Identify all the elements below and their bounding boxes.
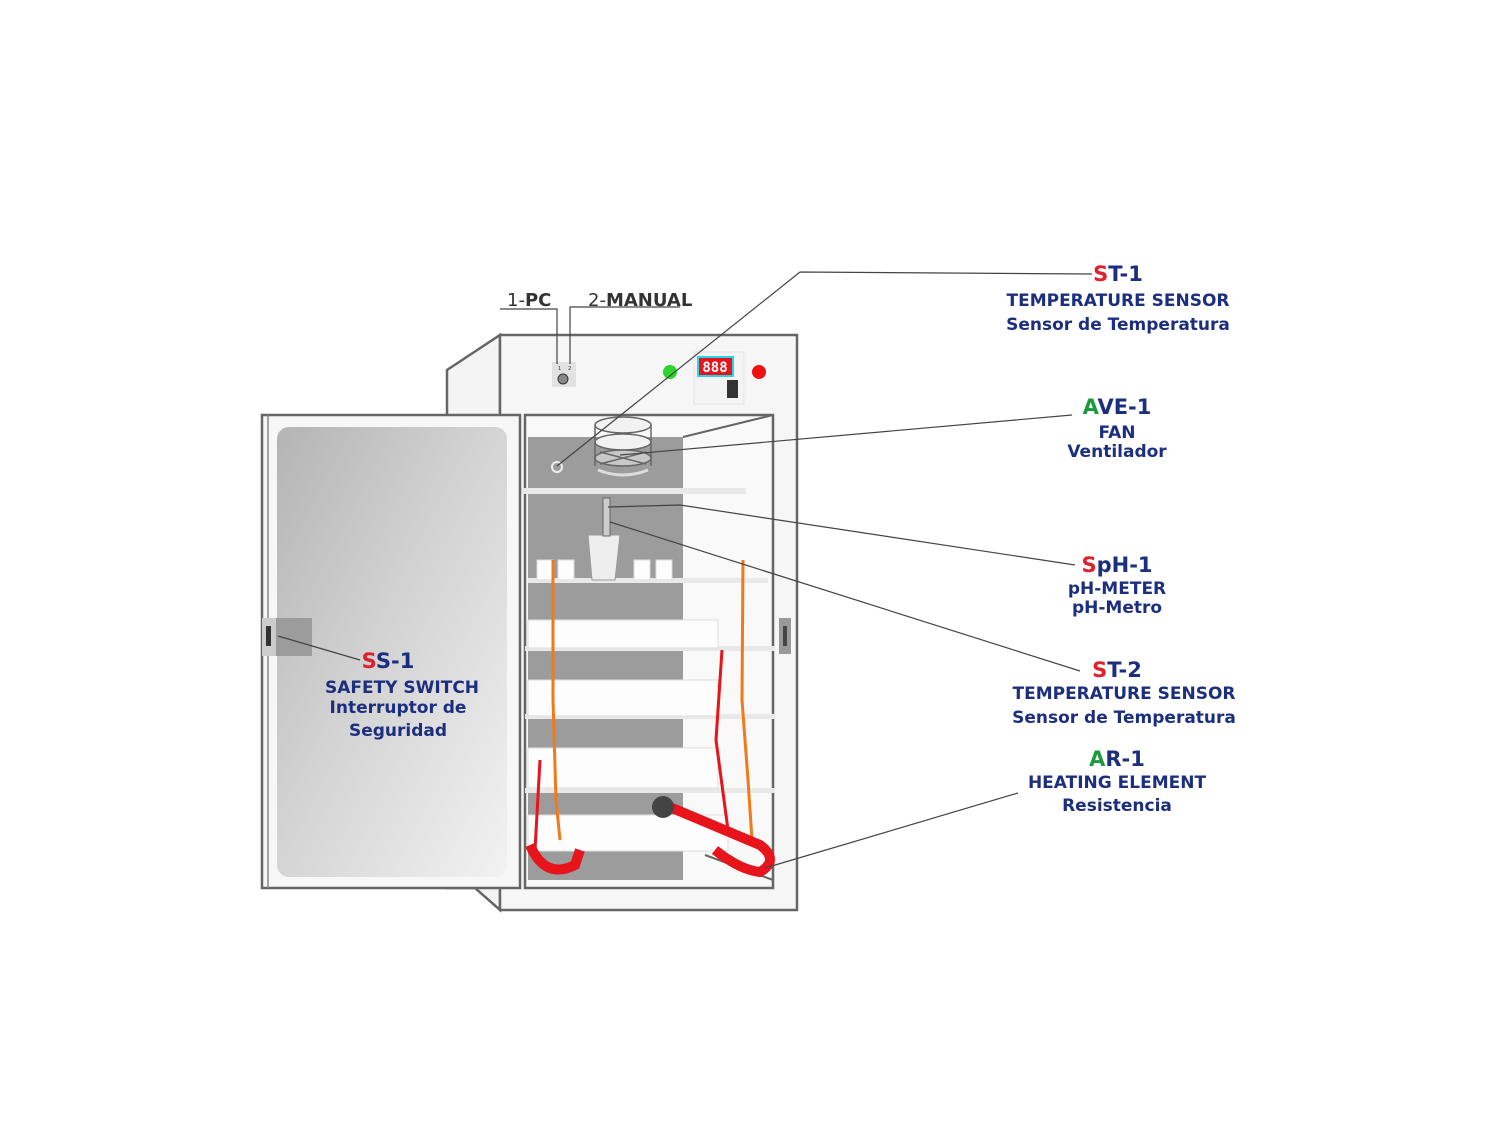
svg-text:SpH-1: SpH-1 [1081, 553, 1152, 577]
label-ss-1: SS-1 SAFETY SWITCH Interruptor de Seguri… [325, 649, 479, 741]
cabinet: 1 2 888 [260, 332, 799, 913]
selector-labels: 1-PC 2-MANUAL [500, 290, 692, 364]
label-sph-1: SpH-1 pH-METER pH-Metro [1068, 553, 1166, 618]
svg-text:1-PC: 1-PC [507, 290, 551, 311]
label-en: pH-METER [1068, 579, 1166, 599]
svg-text:AR-1: AR-1 [1089, 747, 1145, 771]
svg-text:ST-2: ST-2 [1092, 658, 1142, 682]
label-es: Sensor de Temperatura [1006, 315, 1230, 335]
label-es: pH-Metro [1072, 598, 1162, 618]
controller-buttons [727, 380, 738, 398]
label-es: Ventilador [1067, 442, 1167, 462]
svg-text:AVE-1: AVE-1 [1083, 395, 1152, 419]
label-es: Resistencia [1062, 796, 1172, 816]
label-es-2: Seguridad [349, 721, 447, 741]
label-en: FAN [1098, 423, 1135, 443]
door-glass [277, 427, 507, 877]
label-ave-1: AVE-1 FAN Ventilador [1067, 395, 1167, 462]
dial-mark-2: 2 [568, 366, 571, 372]
label-es: Sensor de Temperatura [1012, 708, 1236, 728]
label-st-2: ST-2 TEMPERATURE SENSOR Sensor de Temper… [1012, 658, 1236, 728]
label-en: TEMPERATURE SENSOR [1006, 291, 1229, 311]
label-st-1: ST-1 TEMPERATURE SENSOR Sensor de Temper… [1006, 262, 1230, 335]
label-es: Interruptor de [330, 698, 467, 718]
temperature-sensor-st1 [551, 461, 563, 473]
beaker [587, 534, 621, 581]
dial-mark-1: 1 [558, 366, 561, 372]
option-manual-label: MANUAL [606, 290, 692, 311]
svg-text:2-MANUAL: 2-MANUAL [588, 290, 692, 311]
option-1-number: 1- [507, 290, 525, 311]
label-en: HEATING ELEMENT [1028, 773, 1207, 793]
wires [533, 559, 754, 851]
option-pc-label: PC [525, 290, 551, 311]
label-en: TEMPERATURE SENSOR [1012, 684, 1235, 704]
svg-text:SS-1: SS-1 [362, 649, 415, 673]
ph-probe [602, 497, 611, 537]
svg-text:ST-1: ST-1 [1093, 262, 1143, 286]
heater-terminal [652, 796, 674, 818]
leader-lines [277, 271, 1093, 869]
red-indicator-light [752, 365, 766, 379]
heating-element [525, 800, 775, 878]
green-indicator-light [663, 365, 677, 379]
label-en: SAFETY SWITCH [325, 678, 479, 698]
display-readout: 888 [702, 360, 727, 376]
label-ar-1: AR-1 HEATING ELEMENT Resistencia [1028, 747, 1207, 816]
option-2-number: 2- [588, 290, 606, 311]
sample-containers [527, 559, 729, 852]
digital-display [697, 356, 734, 377]
